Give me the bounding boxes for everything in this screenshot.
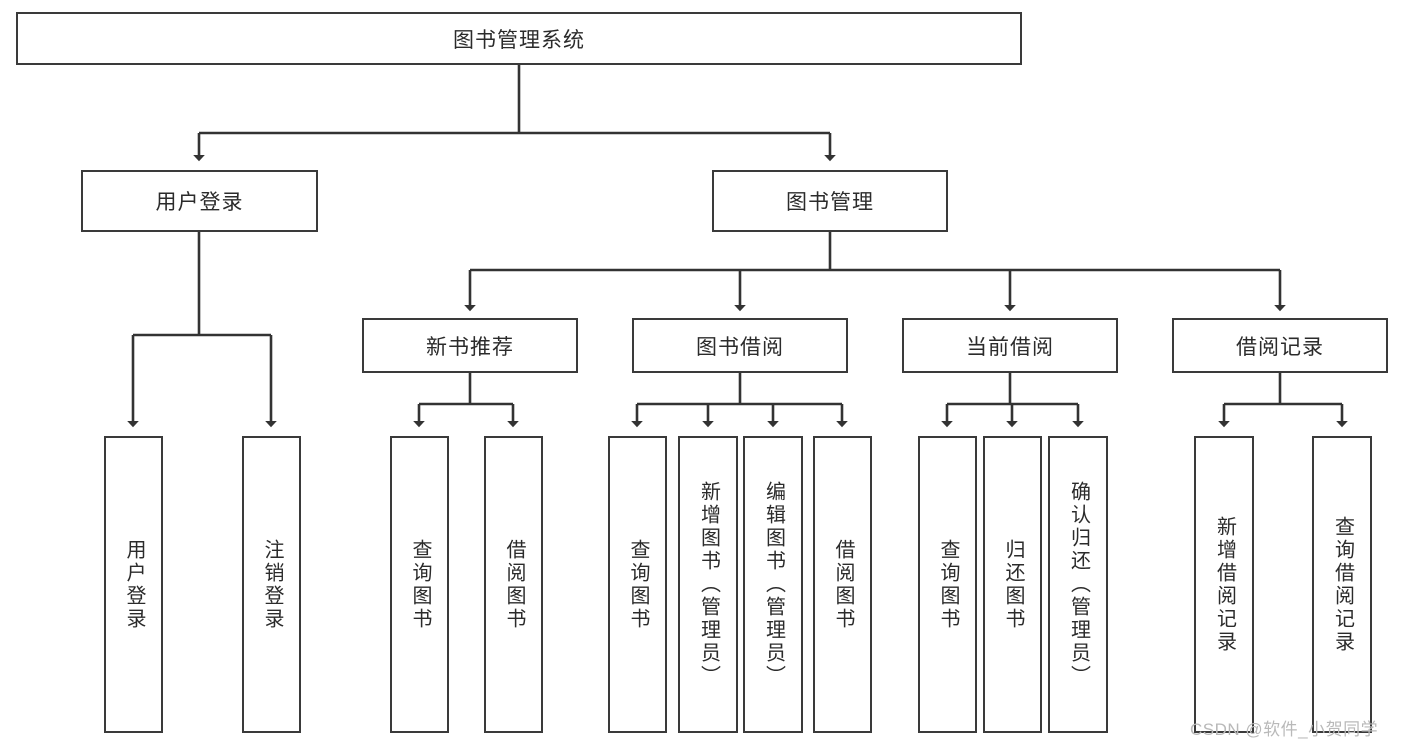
- leaf-user-login-login[interactable]: 用户登录: [104, 436, 163, 733]
- node-label: 新增借阅记录: [1213, 515, 1236, 654]
- leaf-borrow-record-add[interactable]: 新增借阅记录: [1194, 436, 1254, 733]
- leaf-current-borrow-confirm-return-admin[interactable]: 确认归还（管理员）: [1048, 436, 1108, 733]
- watermark-text: CSDN @软件_小贺同学: [1190, 720, 1379, 739]
- leaf-book-borrow-borrow[interactable]: 借阅图书: [813, 436, 872, 733]
- leaf-book-borrow-edit-admin[interactable]: 编辑图书（管理员）: [743, 436, 803, 733]
- node-label: 当前借阅: [966, 335, 1054, 359]
- leaf-current-borrow-query[interactable]: 查询图书: [918, 436, 977, 733]
- node-label: 归还图书: [1002, 538, 1024, 631]
- node-label: 新书推荐: [426, 335, 514, 359]
- node-label: 新增图书（管理员）: [697, 481, 720, 688]
- node-current-borrow[interactable]: 当前借阅: [902, 318, 1118, 373]
- node-label: 查询图书: [937, 538, 959, 631]
- node-root-book-management-system[interactable]: 图书管理系统: [16, 12, 1022, 65]
- leaf-borrow-record-query[interactable]: 查询借阅记录: [1312, 436, 1372, 733]
- node-label: 查询借阅记录: [1331, 515, 1354, 654]
- node-label: 编辑图书（管理员）: [762, 481, 785, 688]
- node-new-book-recommend[interactable]: 新书推荐: [362, 318, 578, 373]
- node-label: 用户登录: [155, 191, 244, 214]
- node-label: 图书管理: [786, 191, 874, 214]
- leaf-book-borrow-query[interactable]: 查询图书: [608, 436, 667, 733]
- node-book-borrow[interactable]: 图书借阅: [632, 318, 848, 373]
- node-book-management[interactable]: 图书管理: [712, 170, 948, 232]
- leaf-new-book-borrow[interactable]: 借阅图书: [484, 436, 543, 733]
- node-label: 借阅图书: [832, 538, 854, 631]
- leaf-book-borrow-add-admin[interactable]: 新增图书（管理员）: [678, 436, 738, 733]
- leaf-user-login-logout[interactable]: 注销登录: [242, 436, 301, 733]
- node-user-login[interactable]: 用户登录: [81, 170, 318, 232]
- node-label: 图书借阅: [696, 335, 784, 359]
- node-label: 查询图书: [409, 538, 431, 631]
- node-borrow-record[interactable]: 借阅记录: [1172, 318, 1388, 373]
- node-label: 借阅图书: [503, 538, 525, 631]
- leaf-new-book-query[interactable]: 查询图书: [390, 436, 449, 733]
- node-label: 借阅记录: [1236, 335, 1324, 359]
- node-label: 用户登录: [123, 538, 145, 631]
- node-label: 确认归还（管理员）: [1067, 481, 1090, 688]
- leaf-current-borrow-return[interactable]: 归还图书: [983, 436, 1042, 733]
- node-label: 注销登录: [261, 538, 283, 631]
- node-label: 查询图书: [627, 538, 649, 631]
- node-label: 图书管理系统: [453, 28, 585, 52]
